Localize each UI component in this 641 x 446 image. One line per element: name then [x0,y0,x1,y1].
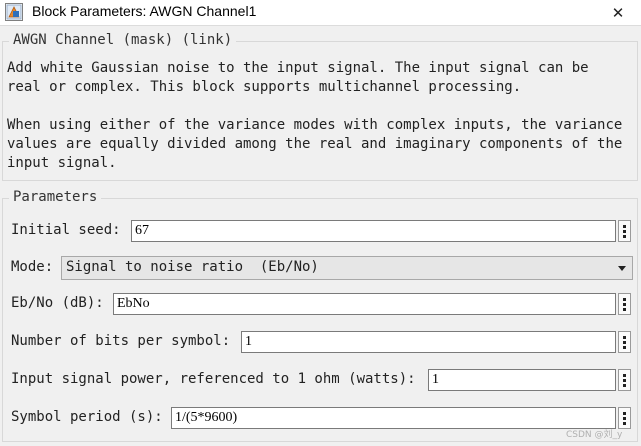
input-power-label: Input signal power, referenced to 1 ohm … [11,371,416,387]
mode-label: Mode: [11,259,54,275]
mode-dropdown[interactable]: Signal to noise ratio (Eb/No) [61,256,633,280]
input-power-options-button[interactable] [618,369,631,391]
symbol-period-field[interactable]: 1/(5*9600) [171,407,616,429]
dot-icon [623,340,626,344]
chevron-down-icon [618,266,626,271]
mode-selected-value: Signal to noise ratio (Eb/No) [66,259,319,275]
initial-seed-options-button[interactable] [618,220,631,242]
parameters-group: Parameters [2,189,638,442]
dot-icon [623,421,626,425]
dot-icon [623,345,626,349]
ebno-field[interactable]: EbNo [113,293,616,315]
watermark: CSDN @刘_y [566,430,623,440]
dot-icon [623,383,626,387]
dot-icon [623,302,626,306]
bits-per-symbol-options-button[interactable] [618,331,631,353]
dot-icon [623,224,626,228]
dot-icon [623,307,626,311]
description-group: AWGN Channel (mask) (link) [2,32,638,181]
close-button[interactable]: ✕ [595,0,641,25]
window-title: Block Parameters: AWGN Channel1 [32,3,257,19]
block-description: Add white Gaussian noise to the input si… [7,60,623,171]
symbol-period-options-button[interactable] [618,407,631,429]
initial-seed-label: Initial seed: [11,222,121,238]
bits-per-symbol-field[interactable]: 1 [241,331,616,353]
dot-icon [623,411,626,415]
ebno-options-button[interactable] [618,293,631,315]
symbol-period-label: Symbol period (s): [11,409,163,425]
dot-icon [623,234,626,238]
dot-icon [623,229,626,233]
input-power-field[interactable]: 1 [428,369,616,391]
title-bar: Block Parameters: AWGN Channel1 ✕ [0,0,641,26]
bits-per-symbol-label: Number of bits per symbol: [11,333,231,349]
parameters-group-title: Parameters [9,189,102,205]
dot-icon [623,416,626,420]
dot-icon [623,373,626,377]
dot-icon [623,335,626,339]
simulink-block-icon [5,3,23,21]
initial-seed-field[interactable]: 67 [131,220,616,242]
close-icon: ✕ [611,3,625,22]
dot-icon [623,378,626,382]
description-group-title: AWGN Channel (mask) (link) [9,32,237,48]
dot-icon [623,297,626,301]
ebno-label: Eb/No (dB): [11,295,104,311]
